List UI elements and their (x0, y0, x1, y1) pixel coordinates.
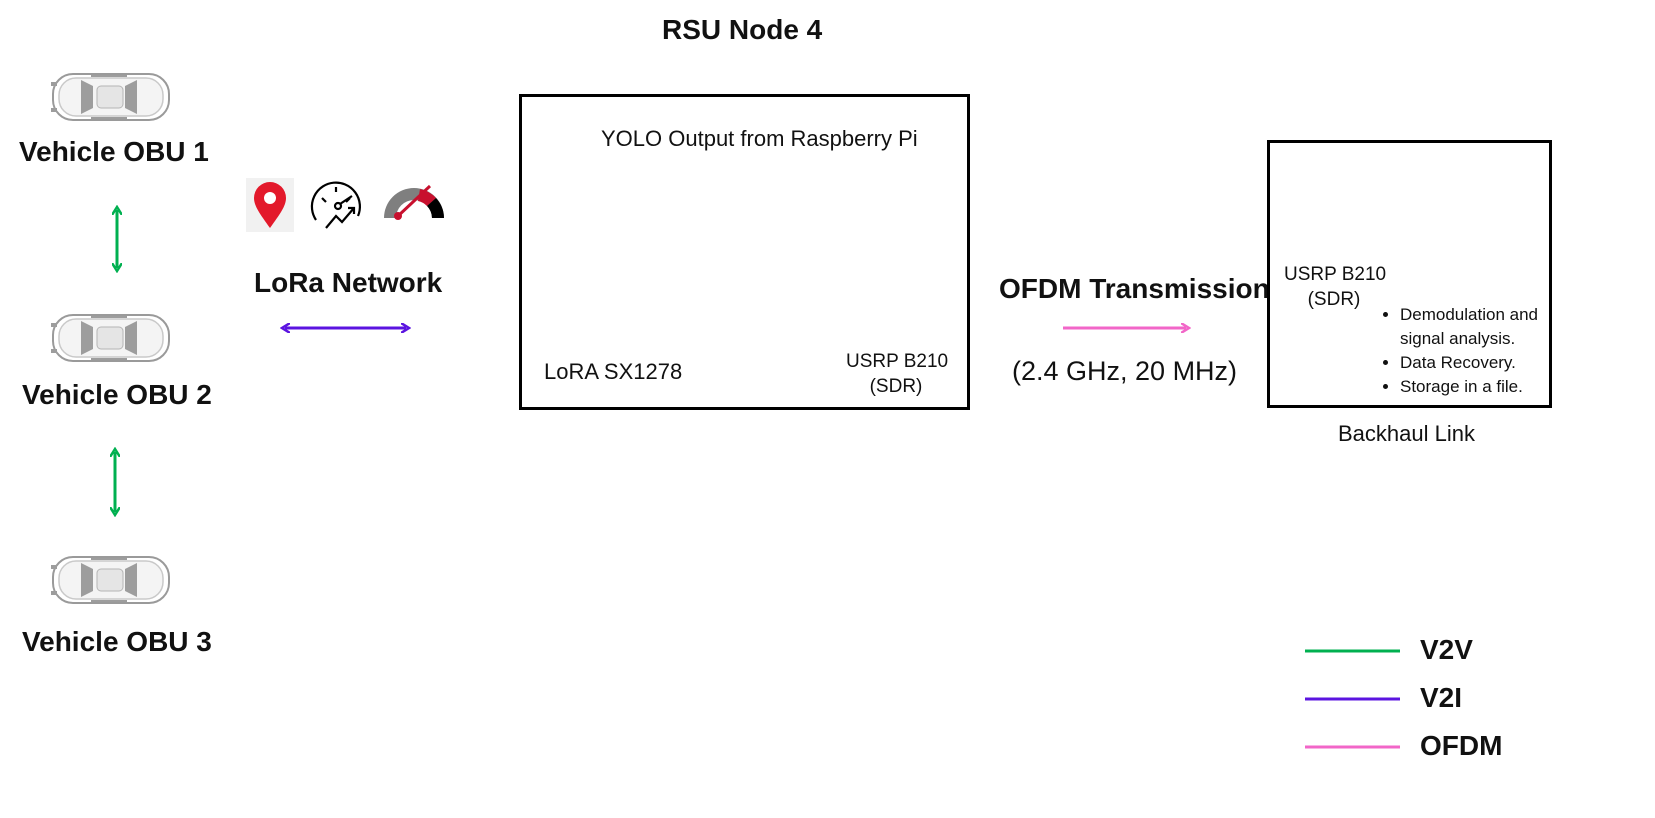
yolo-output-label: YOLO Output from Raspberry Pi (601, 126, 918, 151)
backhaul-usrp-label: USRP B210 (SDR) (1284, 262, 1387, 312)
vehicle-3-car-icon (50, 556, 170, 604)
legend-label-v2v: V2V (1420, 634, 1473, 665)
backhaul-usrp-type: (SDR) (1307, 289, 1361, 310)
legend-label-v2i: V2I (1420, 682, 1463, 713)
lora-module-label: LoRA SX1278 (544, 359, 683, 384)
ofdm-params: (2.4 GHz, 20 MHz) (1012, 356, 1238, 386)
backhaul-step: Data Recovery. (1400, 351, 1570, 375)
speed-dial-icon (310, 181, 361, 229)
location-pin-icon (246, 178, 294, 232)
usrp-type: (SDR) (869, 376, 923, 397)
ofdm-title: OFDM Transmission (999, 273, 1270, 304)
backhaul-caption: Backhaul Link (1338, 421, 1475, 446)
backhaul-step: Demodulation and signal analysis. (1400, 303, 1570, 351)
vehicle-2-car-icon (50, 314, 170, 362)
lora-network-label: LoRa Network (254, 267, 443, 298)
backhaul-box (1267, 140, 1552, 408)
backhaul-usrp-model: USRP B210 (1284, 264, 1387, 285)
usrp-label: USRP B210 (SDR) (846, 349, 949, 399)
backhaul-steps-list: Demodulation and signal analysis. Data R… (1380, 303, 1570, 399)
vehicle-2-label: Vehicle OBU 2 (22, 379, 212, 410)
backhaul-step: Storage in a file. (1400, 375, 1570, 399)
usrp-model: USRP B210 (846, 351, 949, 372)
rsu-node-box (519, 94, 970, 410)
diagram-title: RSU Node 4 (662, 14, 823, 45)
legend-label-ofdm: OFDM (1420, 730, 1503, 761)
vehicle-3-label: Vehicle OBU 3 (22, 626, 212, 657)
vehicle-1-label: Vehicle OBU 1 (19, 136, 209, 167)
vehicle-1-car-icon (50, 73, 170, 121)
speedometer-gauge-icon (384, 184, 444, 220)
